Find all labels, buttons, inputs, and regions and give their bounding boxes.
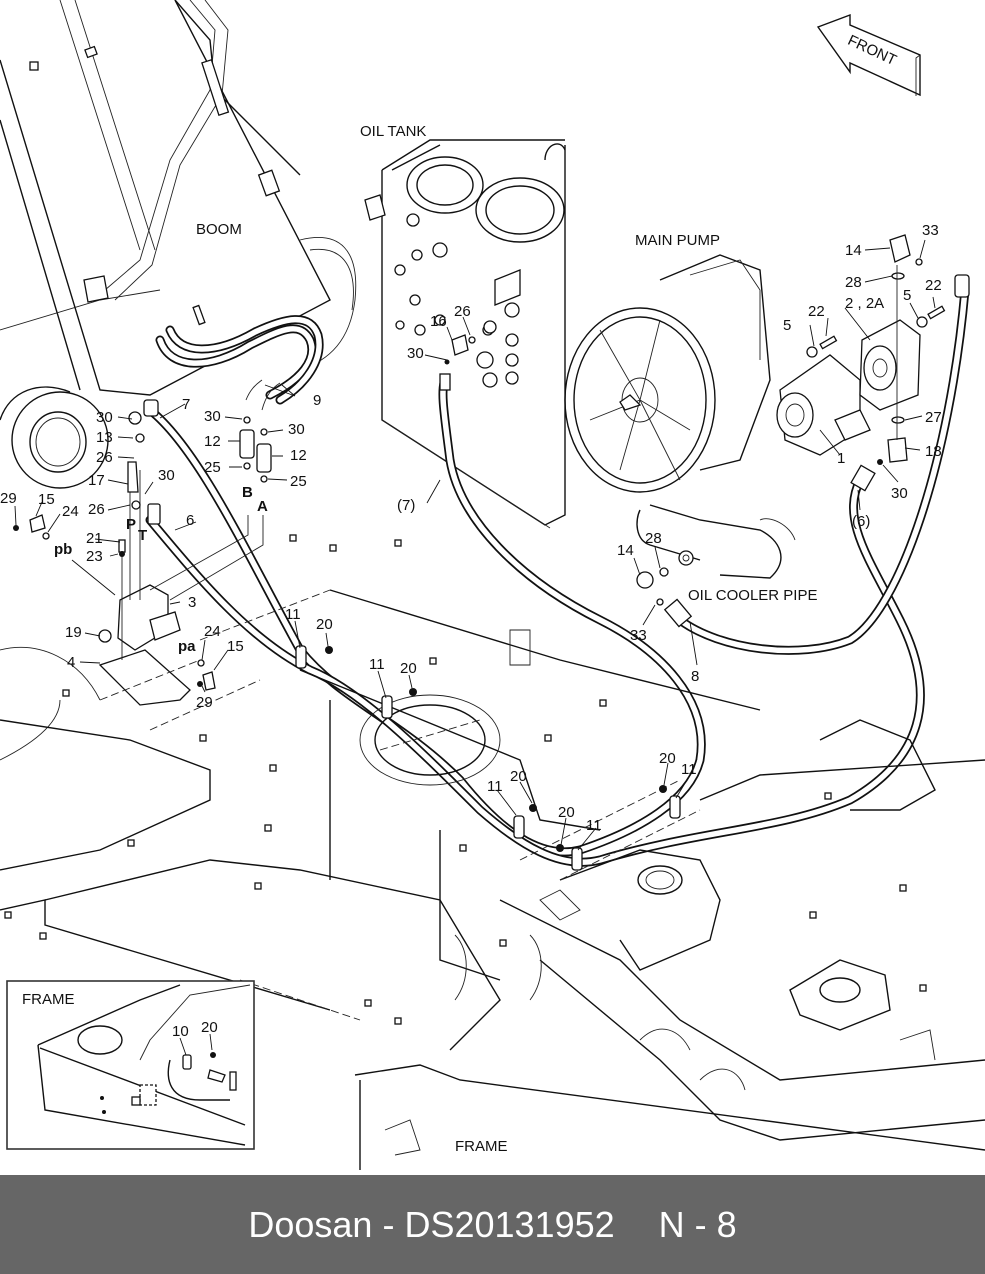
- boom-structure: BOOM: [0, 0, 357, 396]
- port-pb: pb: [54, 541, 72, 558]
- port-t: T: [138, 527, 147, 544]
- footer-brand: Doosan: [248, 1203, 373, 1245]
- callout-24: 24: [62, 503, 79, 520]
- callout-14: 14: [845, 242, 862, 259]
- check-valves: [149, 379, 281, 601]
- callout-6-ref: (6): [852, 513, 870, 530]
- callout-11: 11: [586, 817, 602, 834]
- callout-17: 17: [88, 472, 105, 489]
- callout-12: 12: [290, 447, 307, 464]
- clamps: [295, 645, 681, 871]
- pump-fittings: [444, 234, 946, 465]
- callout-5: 5: [783, 317, 791, 334]
- callout-7-ref: (7): [397, 497, 415, 514]
- callout-30: 30: [204, 408, 221, 425]
- label-front: FRONT: [845, 32, 899, 69]
- callout-29: 29: [0, 490, 17, 507]
- inset-frame: FRAME: [6, 980, 255, 1150]
- callout-11: 11: [285, 606, 301, 623]
- callout-30: 30: [96, 409, 113, 426]
- callout-25: 25: [204, 459, 221, 476]
- callout-8: 8: [691, 668, 699, 685]
- footer-part-number: DS20131952: [404, 1203, 615, 1245]
- parts-diagram: BOOM OIL TANK: [0, 0, 985, 1170]
- callout-30: 30: [158, 467, 175, 484]
- label-oil-tank: OIL TANK: [360, 123, 426, 140]
- callout-5: 5: [903, 287, 911, 304]
- port-b: B: [242, 484, 253, 501]
- callout-29: 29: [196, 694, 213, 711]
- swing-ring-left: [0, 386, 109, 761]
- callout-24: 24: [204, 623, 221, 640]
- callout-15: 15: [227, 638, 244, 655]
- port-pa: pa: [178, 638, 196, 655]
- callout-22: 22: [925, 277, 942, 294]
- main-pump: MAIN PUMP: [564, 232, 921, 493]
- label-oil-cooler-pipe: OIL COOLER PIPE: [688, 587, 818, 604]
- callout-26: 26: [88, 501, 105, 518]
- callout-26: 26: [454, 303, 471, 320]
- callout-26: 26: [96, 449, 113, 466]
- label-boom: BOOM: [196, 221, 242, 238]
- callout-22: 22: [808, 303, 825, 320]
- label-main-pump: MAIN PUMP: [635, 232, 720, 249]
- callout-20: 20: [316, 616, 333, 633]
- callout-1: 1: [837, 450, 845, 467]
- callout-10: 10: [172, 1023, 189, 1040]
- front-arrow: FRONT: [816, 13, 921, 97]
- callout-20: 20: [510, 768, 527, 785]
- callouts: 7 9 30 13 26 17 30 26 29 15 24 21 23 6 3…: [0, 222, 942, 1040]
- callout-13: 13: [96, 429, 113, 446]
- oil-tank: OIL TANK: [360, 123, 566, 529]
- callout-19: 19: [65, 624, 82, 641]
- tank-ports: [394, 213, 521, 388]
- gear-pump-1: [776, 354, 871, 456]
- control-valve: [13, 411, 216, 706]
- footer-separator: -: [382, 1203, 395, 1245]
- frame: [0, 534, 985, 1170]
- callout-3: 3: [188, 594, 196, 611]
- callout-12: 12: [204, 433, 221, 450]
- callout-11: 11: [487, 778, 503, 795]
- callout-16: 16: [430, 313, 447, 330]
- callout-28: 28: [845, 274, 862, 291]
- callout-20: 20: [400, 660, 417, 677]
- callout-11: 11: [369, 656, 385, 673]
- callout-30: 30: [407, 345, 424, 362]
- label-frame-main: FRAME: [455, 1138, 508, 1155]
- port-a: A: [257, 498, 268, 515]
- callout-20: 20: [558, 804, 575, 821]
- callout-6: 6: [186, 512, 194, 529]
- footer-page-ref: N - 8: [658, 1203, 737, 1245]
- callout-28: 28: [645, 530, 662, 547]
- callout-20: 20: [659, 750, 676, 767]
- oil-cooler-pipe: OIL COOLER PIPE: [636, 504, 818, 606]
- callout-33: 33: [922, 222, 939, 239]
- callout-2-2a: 2 , 2A: [845, 295, 884, 312]
- callout-23: 23: [86, 548, 103, 565]
- frame-bolts: [4, 534, 927, 1025]
- port-p: P: [126, 516, 136, 533]
- callout-30: 30: [288, 421, 305, 438]
- gear-pump-2: [859, 319, 921, 411]
- port-labels: P T B A pb pa: [54, 484, 268, 655]
- callout-18: 18: [925, 443, 942, 460]
- callout-30: 30: [891, 485, 908, 502]
- callout-21: 21: [86, 530, 103, 547]
- footer-caption: Doosan - DS20131952 N - 8: [0, 1175, 985, 1274]
- callout-25: 25: [290, 473, 307, 490]
- hoses: [143, 274, 970, 867]
- callout-14: 14: [617, 542, 634, 559]
- callout-15: 15: [38, 491, 55, 508]
- label-frame-inset: FRAME: [22, 991, 75, 1008]
- callout-9: 9: [313, 392, 321, 409]
- callout-20: 20: [201, 1019, 218, 1036]
- callout-7: 7: [182, 396, 190, 413]
- callout-4: 4: [67, 654, 75, 671]
- callout-11: 11: [681, 761, 697, 778]
- callout-33: 33: [630, 627, 647, 644]
- leader-lines: [14, 239, 936, 1056]
- callout-27: 27: [925, 409, 942, 426]
